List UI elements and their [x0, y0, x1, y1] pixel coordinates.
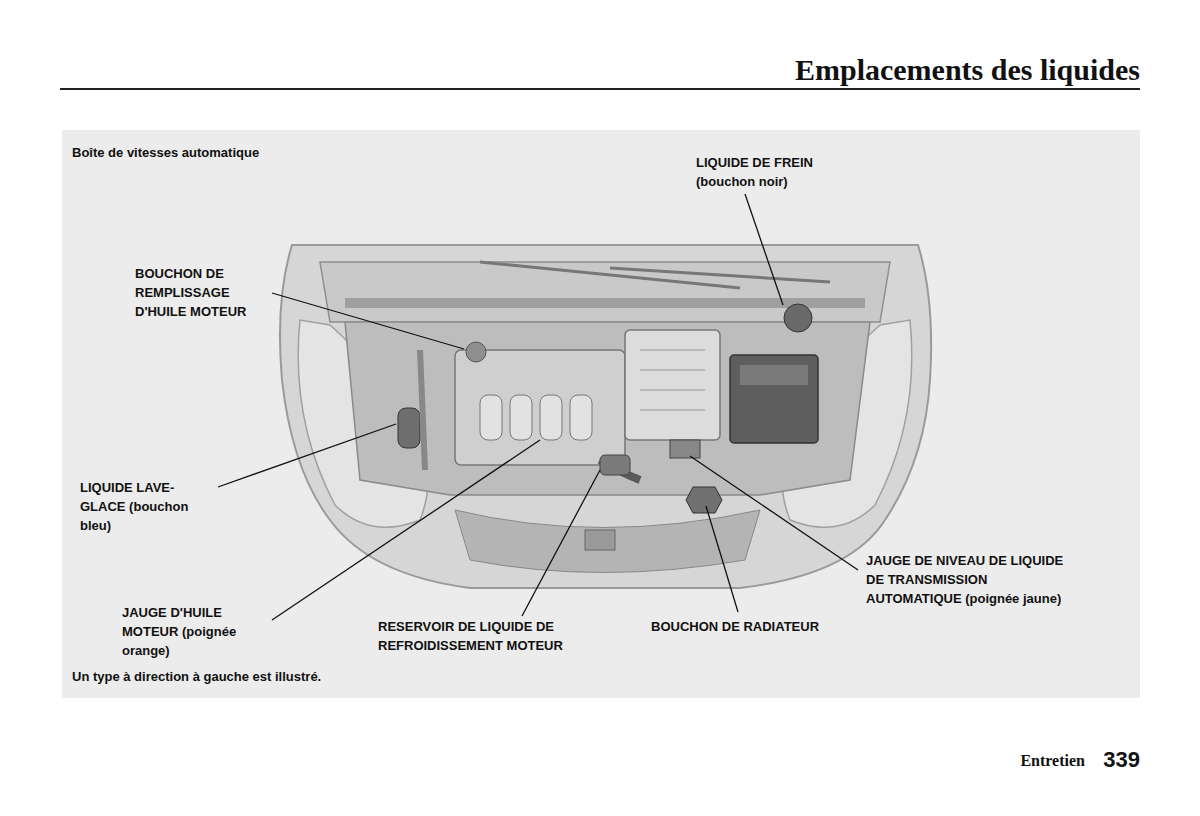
callout-label: LIQUIDE LAVE-GLACE (bouchon bleu): [80, 478, 210, 535]
washer-reservoir: [398, 408, 420, 448]
callout-label: LIQUIDE DE FREIN (bouchon noir): [696, 153, 846, 191]
engine-bay: [345, 322, 870, 495]
leader-lines: [218, 194, 858, 620]
wiper: [610, 268, 830, 282]
atf-dipstick: [670, 440, 700, 458]
brake-reservoir: [784, 304, 812, 332]
callout-label: BOUCHON DE REMPLISSAGE D'HUILE MOTEUR: [135, 264, 275, 321]
battery: [730, 355, 818, 443]
figure-note: Un type à direction à gauche est illustr…: [72, 667, 572, 686]
badge: [585, 530, 615, 550]
oil-filler-cap: [466, 342, 486, 362]
manifold-runner: [570, 395, 592, 440]
header-rule: [60, 88, 1140, 90]
callout-label: RESERVOIR DE LIQUIDE DE REFROIDISSEMENT …: [378, 617, 600, 655]
car-body: [280, 245, 931, 588]
coolant-reservoir: [600, 455, 630, 475]
battery-top: [740, 365, 808, 385]
manifold-runner: [540, 395, 562, 440]
page-number: 339: [1103, 747, 1140, 773]
callout-label: BOUCHON DE RADIATEUR: [651, 617, 861, 636]
figure-heading: Boîte de vitesses automatique: [72, 143, 472, 162]
page-title: Emplacements des liquides: [795, 52, 1140, 88]
figure-panel: [62, 130, 1140, 698]
manifold-runner: [510, 395, 532, 440]
grille: [455, 510, 760, 573]
radiator-cap: [686, 487, 722, 513]
manifold-runner: [480, 395, 502, 440]
section-name: Entretien: [1020, 751, 1085, 771]
engine-block: [455, 350, 625, 465]
hose: [420, 350, 425, 470]
callout-label: JAUGE DE NIVEAU DE LIQUIDE DE TRANSMISSI…: [866, 551, 1078, 608]
callout-label: JAUGE D'HUILE MOTEUR (poignée orange): [122, 603, 262, 660]
air-box: [625, 330, 720, 440]
cowl-vent: [345, 298, 865, 308]
